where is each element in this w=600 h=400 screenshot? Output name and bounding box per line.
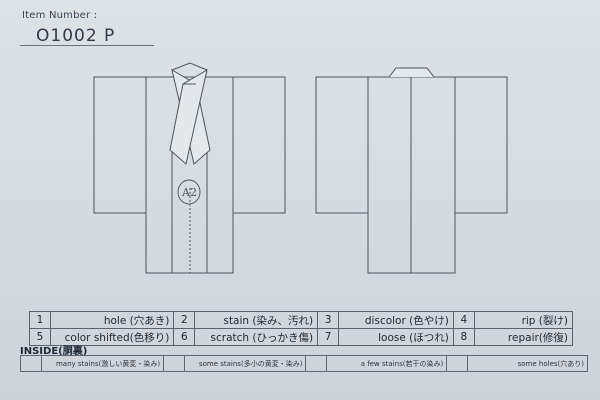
item-number-value: O1002 P: [36, 26, 116, 46]
inside-label-some-stains: some stains(多小の黄変・染み): [183, 355, 307, 372]
legend-num-6: 6: [173, 328, 196, 346]
kimono-diagram: A2: [93, 62, 508, 274]
inside-row: many stains(激しい黄変・染み) some stains(多小の黄変・…: [20, 355, 588, 372]
legend-desc-rip: rip (裂け): [473, 311, 574, 329]
legend-row: 5 color shifted(色移り) 6 scratch (ひっかき傷) 7…: [29, 328, 574, 346]
legend-desc-scratch: scratch (ひっかき傷): [194, 328, 319, 346]
inside-checkbox-some-holes[interactable]: [446, 355, 469, 372]
damage-legend-table: 1 hole (穴あき) 2 stain (染み、汚れ) 3 discolor …: [29, 311, 574, 346]
back-left-sleeve: [315, 76, 369, 214]
legend-num-7: 7: [317, 328, 340, 346]
legend-desc-discolor: discolor (色やけ): [338, 311, 454, 329]
legend-desc-repair: repair(修復): [473, 328, 574, 346]
inside-condition-table: many stains(激しい黄変・染み) some stains(多小の黄変・…: [20, 355, 588, 372]
inside-checkbox-few-stains[interactable]: [305, 355, 328, 372]
damage-mark-label: A2: [181, 186, 197, 199]
legend-desc-loose: loose (ほつれ): [338, 328, 454, 346]
inside-checkbox-many-stains[interactable]: [20, 355, 42, 372]
collar-neck: [171, 62, 208, 71]
legend-desc-hole: hole (穴あき): [49, 311, 175, 329]
kimono-back: [315, 67, 508, 274]
legend-num-3: 3: [317, 311, 340, 329]
legend-num-4: 4: [452, 311, 475, 329]
item-number-underline: [20, 45, 154, 46]
legend-desc-stain: stain (染み、汚れ): [194, 311, 319, 329]
front-left-sleeve: [93, 76, 147, 214]
legend-num-8: 8: [452, 328, 475, 346]
inside-checkbox-some-stains[interactable]: [163, 355, 185, 372]
back-collar: [388, 67, 435, 78]
legend-row: 1 hole (穴あき) 2 stain (染み、汚れ) 3 discolor …: [29, 311, 574, 329]
inside-label-many-stains: many stains(激しい黄変・染み): [40, 355, 165, 372]
front-right-sleeve: [232, 76, 286, 214]
legend-num-1: 1: [29, 311, 51, 329]
item-number-label: Item Number :: [22, 10, 98, 21]
back-right-sleeve: [454, 76, 508, 214]
damage-mark: A2: [177, 179, 201, 205]
legend-num-2: 2: [173, 311, 196, 329]
legend-desc-color-shifted: color shifted(色移り): [49, 328, 175, 346]
collar-band-right: [169, 68, 208, 165]
kimono-front: [93, 62, 286, 274]
inside-title: INSIDE(胴裏): [20, 346, 88, 357]
inside-label-some-holes: some holes(穴あり): [467, 355, 588, 372]
inside-label-few-stains: a few stains(若干の染み): [326, 355, 448, 372]
